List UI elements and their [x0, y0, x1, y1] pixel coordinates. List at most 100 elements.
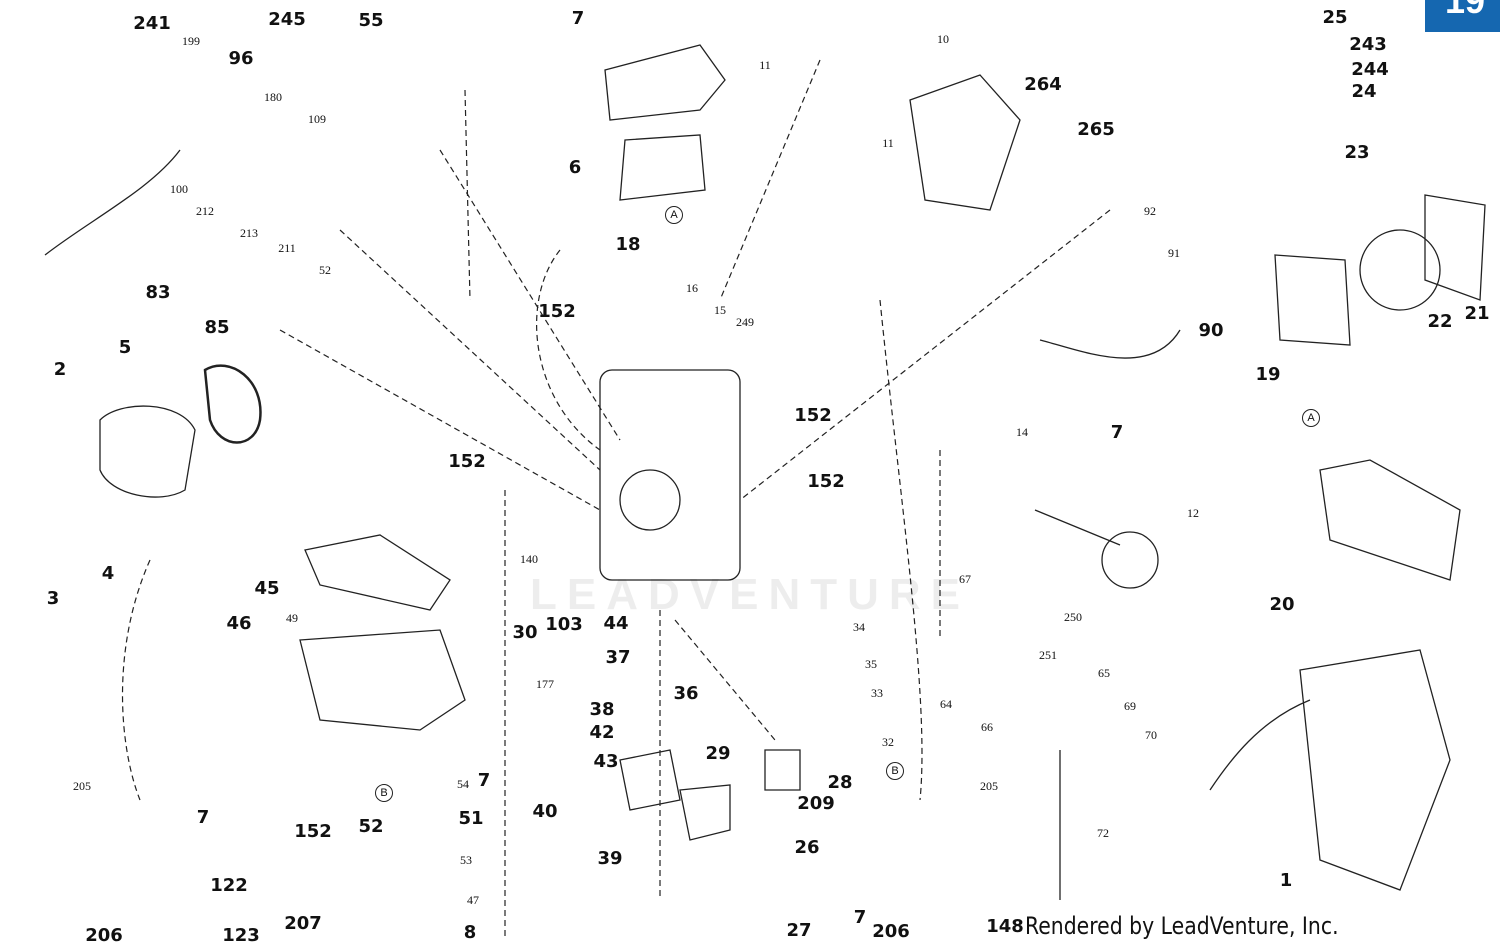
part-callout: 12 [1187, 506, 1199, 520]
part-callout: 36 [673, 683, 699, 704]
part-callout: 212 [196, 204, 214, 218]
part-callout: 18 [615, 234, 641, 255]
part-callout: 25 [1322, 7, 1348, 28]
part-callout: 39 [597, 848, 623, 869]
part-callout: 24 [1351, 81, 1377, 102]
watermark: LEADVENTURE [529, 570, 971, 619]
part-callout: 249 [736, 315, 754, 329]
part-callout: 15 [714, 303, 726, 317]
part-callout: 251 [1039, 648, 1057, 662]
part-callout: 7 [853, 907, 867, 928]
part-callout: 209 [797, 793, 835, 814]
part-callout: 180 [264, 90, 282, 104]
part-callout: 7 [477, 770, 491, 791]
part-callout: 30 [512, 622, 538, 643]
part-callout: 213 [240, 226, 258, 240]
part-callout: 49 [286, 611, 298, 625]
part-callout: 90 [1198, 320, 1224, 341]
part-callout: 199 [182, 34, 200, 48]
part-callout: 28 [827, 772, 853, 793]
part-callout: 42 [589, 722, 615, 743]
part-callout: 11 [759, 58, 771, 72]
part-callout: 27 [786, 920, 812, 941]
part-callout: 44 [603, 613, 629, 634]
part-callout: 72 [1097, 826, 1109, 840]
part-callout: 3 [46, 588, 60, 609]
part-callout: 7 [571, 8, 585, 29]
part-callout: 207 [284, 913, 322, 934]
reference-marker: B [886, 762, 904, 780]
part-callout: 19 [1255, 364, 1281, 385]
part-callout: 8 [463, 922, 477, 943]
render-credit: Rendered by LeadVenture, Inc. [1025, 912, 1339, 940]
part-callout: 148 [986, 916, 1024, 937]
part-callout: 52 [319, 263, 331, 277]
part-callout: 34 [853, 620, 865, 634]
part-callout: 264 [1024, 74, 1062, 95]
part-callout: 211 [278, 241, 296, 255]
part-callout: 7 [1110, 422, 1124, 443]
part-callout: 70 [1145, 728, 1157, 742]
part-callout: 100 [170, 182, 188, 196]
part-callout: 241 [133, 13, 171, 34]
part-callout: 152 [807, 471, 845, 492]
part-callout: 46 [226, 613, 252, 634]
part-callout: 206 [85, 925, 123, 946]
part-callout: 65 [1098, 666, 1110, 680]
part-callout: 109 [308, 112, 326, 126]
part-callout: 51 [458, 808, 484, 829]
part-callout: 85 [204, 317, 230, 338]
part-callout: 1 [1279, 870, 1293, 891]
part-callout: 26 [794, 837, 820, 858]
part-callout: 6 [568, 157, 582, 178]
part-callout: 66 [981, 720, 993, 734]
part-callout: 69 [1124, 699, 1136, 713]
part-callout: 53 [460, 853, 472, 867]
part-callout: 40 [532, 801, 558, 822]
part-callout: 152 [538, 301, 576, 322]
part-callout: 4 [101, 563, 115, 584]
part-callout: 205 [73, 779, 91, 793]
reference-marker: B [375, 784, 393, 802]
page-number-badge: 19 [1425, 0, 1500, 32]
part-callout: 45 [254, 578, 280, 599]
part-callout: 152 [794, 405, 832, 426]
part-callout: 14 [1016, 425, 1028, 439]
part-callout: 54 [457, 777, 469, 791]
reference-marker: A [1302, 409, 1320, 427]
part-callout: 243 [1349, 34, 1387, 55]
part-callout: 244 [1351, 59, 1389, 80]
part-callout: 177 [536, 677, 554, 691]
part-callout: 33 [871, 686, 883, 700]
part-callout: 123 [222, 925, 260, 946]
part-callout: 152 [294, 821, 332, 842]
part-callout: 265 [1077, 119, 1115, 140]
part-callout: 64 [940, 697, 952, 711]
part-callout: 52 [358, 816, 384, 837]
assembly-guide-lines [121, 59, 1111, 940]
part-callout: 10 [937, 32, 949, 46]
part-callout: 2 [53, 359, 67, 380]
part-callout: 140 [520, 552, 538, 566]
part-callout: 152 [448, 451, 486, 472]
part-callout: 91 [1168, 246, 1180, 260]
part-callout: 205 [980, 779, 998, 793]
part-callout: 23 [1344, 142, 1370, 163]
part-callout: 38 [589, 699, 615, 720]
part-callout: 7 [196, 807, 210, 828]
part-callout: 37 [605, 647, 631, 668]
part-callout: 103 [545, 614, 583, 635]
part-callout: 83 [145, 282, 171, 303]
part-callout: 43 [593, 751, 619, 772]
part-callout: 92 [1144, 204, 1156, 218]
part-callout: 22 [1427, 311, 1453, 332]
part-callout: 5 [118, 337, 132, 358]
reference-marker: A [665, 206, 683, 224]
part-callout: 21 [1464, 303, 1490, 324]
part-callout: 96 [228, 48, 254, 69]
part-callout: 35 [865, 657, 877, 671]
part-outlines [44, 44, 1486, 900]
part-callout: 47 [467, 893, 479, 907]
part-callout: 206 [872, 921, 910, 942]
